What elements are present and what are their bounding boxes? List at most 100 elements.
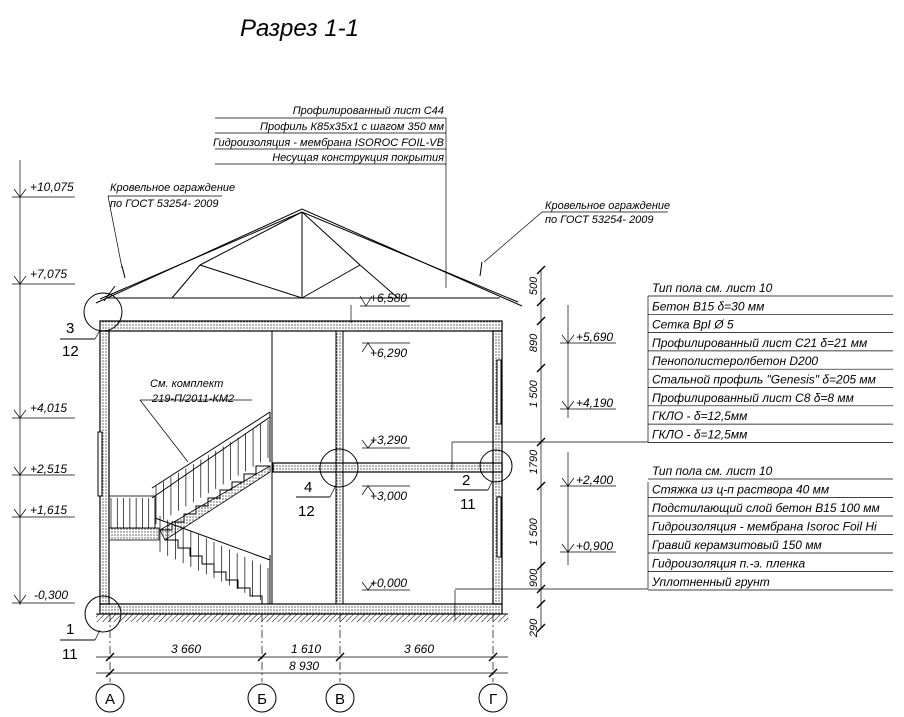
staircase xyxy=(108,411,271,604)
layer-label: Профилированный лист С21 δ=21 мм xyxy=(652,336,867,350)
roof-layer-label: Профилированный лист С44 xyxy=(293,105,444,117)
dim-label: 3 660 xyxy=(171,642,201,656)
level-mark: +2,400 xyxy=(560,473,616,487)
level-label: +10,075 xyxy=(30,180,74,194)
level-mark: +1,615 xyxy=(12,503,75,518)
stair-note-line: 219-П/2011-КМ2 xyxy=(151,393,234,405)
level-label: +6,290 xyxy=(370,346,407,360)
fence-label: по ГОСТ 53254- 2009 xyxy=(545,214,654,226)
layer-label: Стяжка из ц-п раствора 40 мм xyxy=(652,483,829,497)
level-label: -0,300 xyxy=(34,588,68,602)
level-label: +2,515 xyxy=(30,462,67,476)
dim-label: 1 500 xyxy=(528,517,540,545)
layer-label: Стальной профиль "Genesis" δ=205 мм xyxy=(652,373,876,387)
layer-label: Гидроизоляция - мембрана Isoroc Foil Hi xyxy=(652,520,877,534)
level-mark: +10,075 xyxy=(12,180,75,198)
node-1-11: 1 11 xyxy=(60,595,122,663)
node-2-11: 2 11 xyxy=(454,449,513,513)
dim-label: 290 xyxy=(528,618,540,638)
fence-left-callout: Кровельное ограждение по ГОСТ 53254- 200… xyxy=(107,182,235,269)
floor-upper-layers: Тип пола см. лист 10 Бетон В15 δ=30 мм Сет… xyxy=(451,281,893,470)
layer-label: Гравий керамзитовый 150 мм xyxy=(652,538,822,552)
level-mark: +7,075 xyxy=(12,267,75,285)
layer-label: Сетка ВрI Ø 5 xyxy=(652,318,734,332)
dim-tick xyxy=(536,623,546,633)
layer-label: Уплотненный грунт xyxy=(651,575,770,589)
roof xyxy=(95,208,523,307)
left-level-marks: +10,075 +7,075 +4,015 +2,515 +1,615 -0,3… xyxy=(12,160,75,605)
layer-label: Тип пола см. лист 10 xyxy=(652,281,773,295)
level-mark: +6,580 xyxy=(359,291,410,307)
inner-level-marks: +6,580 +6,290 +3,290 +3,000 +0,000 xyxy=(359,291,410,591)
level-label: +3,290 xyxy=(370,433,407,447)
dim-tick xyxy=(536,297,546,307)
stair-note-line: См. комплект xyxy=(150,378,223,390)
node-4-12: 4 12 xyxy=(296,448,359,520)
axis-bubble: Б xyxy=(247,683,277,713)
dim-label: 8 930 xyxy=(289,659,319,673)
layer-label: Подстилающий слой бетон В15 100 мм xyxy=(652,501,880,515)
fence-label: Кровельное ограждение xyxy=(545,200,670,212)
node-number: 1 xyxy=(66,621,74,638)
axis-label: Б xyxy=(257,691,267,708)
dim-label: 1790 xyxy=(528,449,540,474)
layer-label: ГКЛО - δ=12,5мм xyxy=(652,409,747,423)
level-label: +0,000 xyxy=(370,576,407,590)
dim-tick xyxy=(536,363,546,373)
layer-label: Гидроизоляция п.-э. пленка xyxy=(652,557,805,571)
horizontal-dimensions: 3 660 1 610 3 660 8 930 xyxy=(96,642,508,678)
level-label: +3,000 xyxy=(370,489,407,503)
level-mark: +0,000 xyxy=(361,576,410,591)
level-label: +6,580 xyxy=(370,291,407,305)
node-number: 4 xyxy=(304,479,312,496)
right-level-marks: +5,690 +4,190 +2,400 +0,900 xyxy=(560,305,616,565)
dim-tick xyxy=(536,265,546,275)
layer-label: Тип пола см. лист 10 xyxy=(652,464,773,478)
dim-tick xyxy=(536,316,546,326)
node-number: 3 xyxy=(66,320,74,337)
node-sheet: 11 xyxy=(62,646,78,663)
floor-lower-layers: Тип пола см. лист 10 Стяжка из ц-п раство… xyxy=(455,464,893,591)
node-callouts: 3 12 4 12 2 11 1 11 xyxy=(60,292,513,663)
level-mark: -0,300 xyxy=(12,588,75,604)
level-label: +0,900 xyxy=(576,539,613,553)
level-mark: +4,190 xyxy=(560,396,616,410)
layer-label: Бетон В15 δ=30 мм xyxy=(652,299,764,313)
stair-note: См. комплект 219-П/2011-КМ2 xyxy=(139,378,252,463)
dim-tick xyxy=(536,561,546,571)
level-mark: +3,000 xyxy=(361,485,410,503)
building-section xyxy=(96,305,508,622)
dim-label: 3 660 xyxy=(404,642,434,656)
grid-axes: А Б В Г xyxy=(95,614,508,713)
axis-bubble: А xyxy=(95,683,125,713)
level-label: +4,015 xyxy=(30,401,67,415)
roof-layer-label: Гидроизоляция - мембрана ISOROC FOIL-VB xyxy=(213,137,444,149)
axis-label: Г xyxy=(489,691,497,708)
dim-label: 1 610 xyxy=(291,642,321,656)
level-label: +2,400 xyxy=(576,473,613,487)
dim-tick xyxy=(536,599,546,609)
dim-label: 1 500 xyxy=(528,379,540,407)
layer-label: Профилированный лист С8 δ=8 мм xyxy=(652,391,854,405)
level-label: +4,190 xyxy=(576,396,613,410)
level-mark: +5,690 xyxy=(560,330,616,344)
node-sheet: 11 xyxy=(460,496,476,513)
level-mark: +3,290 xyxy=(361,433,410,449)
dim-tick xyxy=(536,481,546,491)
node-number: 2 xyxy=(462,472,470,489)
fence-right-callout: Кровельное ограждение по ГОСТ 53254- 200… xyxy=(483,200,670,263)
layer-label: ГКЛО - δ=12,5мм xyxy=(652,427,747,441)
node-sheet: 12 xyxy=(62,343,79,360)
roof-layer-label: Профиль К85х35х1 с шагом 350 мм xyxy=(260,121,444,133)
axis-bubble: Г xyxy=(478,683,508,713)
level-label: +5,690 xyxy=(576,330,613,344)
fence-label: по ГОСТ 53254- 2009 xyxy=(110,198,219,210)
dim-label: 900 xyxy=(528,568,540,587)
right-dimension-chain: 500 890 1 500 1790 1 500 900 290 xyxy=(528,265,546,638)
fence-label: Кровельное ограждение xyxy=(110,182,235,194)
axis-bubble: В xyxy=(325,683,355,713)
level-label: +1,615 xyxy=(30,503,67,517)
axis-label: В xyxy=(335,691,345,708)
node-sheet: 12 xyxy=(298,503,315,520)
